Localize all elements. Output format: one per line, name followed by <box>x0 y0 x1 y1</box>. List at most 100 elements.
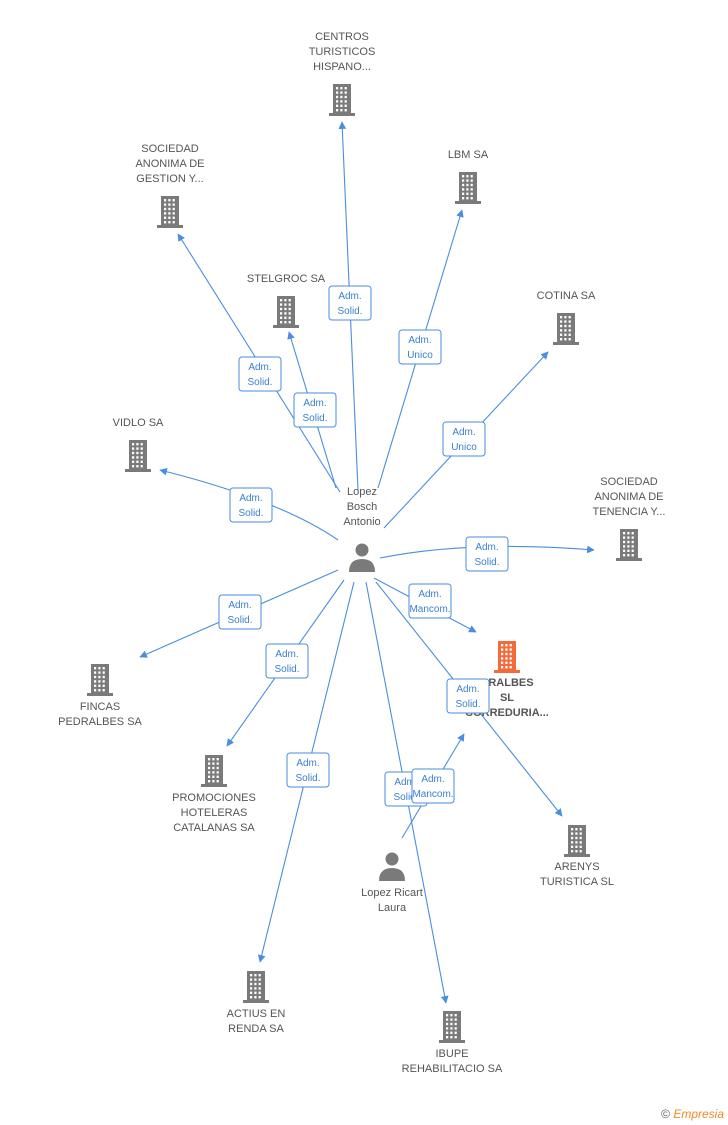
node-label-centros: CENTROS <box>315 31 369 43</box>
node-ibupe[interactable]: IBUPE REHABILITACIO SA <box>402 1011 503 1075</box>
edge-role-text: Adm. <box>239 493 262 504</box>
node-label-fincas: FINCAS <box>80 701 120 713</box>
building-icon[interactable] <box>564 825 590 857</box>
person-icon[interactable] <box>349 543 375 573</box>
node-label-pedralbes_correduria: DRALBES <box>480 677 533 689</box>
edge-role-text: Solid. <box>302 413 327 424</box>
edge-role-text: Solid. <box>274 664 299 675</box>
edge-role-tag[interactable]: Adm. Solid. <box>465 536 509 572</box>
node-label-lopez_bosch: Bosch <box>347 501 378 513</box>
building-icon[interactable] <box>455 172 481 204</box>
edge-role-tag[interactable]: Adm. Solid. <box>446 678 490 714</box>
edge-role-text: Adm. <box>408 335 431 346</box>
edge-role-tag[interactable]: Adm. Solid. <box>265 643 309 679</box>
node-fincas[interactable]: FINCAS PEDRALBES SA <box>58 664 143 728</box>
edge-role-text: Adm. <box>421 774 444 785</box>
node-label-sociedad_gestion: SOCIEDAD <box>141 143 199 155</box>
building-icon[interactable] <box>616 529 642 561</box>
building-icon[interactable] <box>87 664 113 696</box>
node-label-lopez_bosch: Antonio <box>343 516 380 528</box>
node-lbm[interactable]: LBM SA <box>448 149 489 204</box>
node-label-vidlo: VIDLO SA <box>113 417 164 429</box>
node-label-sociedad_gestion: GESTION Y... <box>136 173 203 185</box>
node-label-stelgroc: STELGROC SA <box>247 273 326 285</box>
node-vidlo[interactable]: VIDLO SA <box>113 417 164 472</box>
node-label-arenys: TURISTICA SL <box>540 876 614 888</box>
edge-role-text: Solid. <box>227 615 252 626</box>
node-label-promociones: HOTELERAS <box>181 807 248 819</box>
node-label-sociedad_tenencia: TENENCIA Y... <box>593 506 666 518</box>
node-cotina[interactable]: COTINA SA <box>537 290 596 345</box>
edge-role-text: Solid. <box>455 699 480 710</box>
building-icon[interactable] <box>329 84 355 116</box>
edge-role-text: Solid. <box>393 792 418 803</box>
node-label-fincas: PEDRALBES SA <box>58 716 142 728</box>
edge-role-text: Mancom. <box>409 604 450 615</box>
node-label-pedralbes_correduria: SL <box>500 692 514 704</box>
node-label-lopez_bosch: Lopez <box>347 486 377 498</box>
edge-role-text: Solid. <box>474 557 499 568</box>
node-label-promociones: CATALANAS SA <box>173 822 255 834</box>
edge-role-text: Unico <box>451 442 477 453</box>
node-centros[interactable]: CENTROS TURISTICOS HISPANO... <box>309 31 376 116</box>
edge-role-text: Solid. <box>295 773 320 784</box>
edge-role-tag[interactable]: Adm. Solid. <box>238 356 282 392</box>
edge-role-text: Unico <box>407 350 433 361</box>
building-icon[interactable] <box>494 641 520 673</box>
edge-role-text: Adm. <box>248 362 271 373</box>
edge-role-text: Adm. <box>452 427 475 438</box>
nodes-layer: CENTROS TURISTICOS HISPANO... SOCIEDAD ANONI… <box>58 31 665 1075</box>
node-label-actius: ACTIUS EN <box>227 1008 286 1020</box>
edge-role-text: Adm. <box>275 649 298 660</box>
node-label-promociones: PROMOCIONES <box>172 792 256 804</box>
edge-role-tag[interactable]: Adm. Solid. <box>229 487 273 523</box>
copyright-symbol: © <box>661 1107 670 1121</box>
node-label-actius: RENDA SA <box>228 1023 284 1035</box>
building-icon[interactable] <box>273 296 299 328</box>
edge-role-tag[interactable]: Adm. Unico <box>398 329 442 365</box>
node-sociedad_gestion[interactable]: SOCIEDAD ANONIMA DE GESTION Y... <box>135 143 205 228</box>
edge-role-text: Adm. <box>338 291 361 302</box>
node-label-sociedad_gestion: ANONIMA DE <box>135 158 204 170</box>
node-promociones[interactable]: PROMOCIONES HOTELERAS CATALANAS SA <box>172 755 256 834</box>
edge-role-text: Adm. <box>394 777 417 788</box>
building-icon[interactable] <box>243 971 269 1003</box>
edge-role-tag[interactable]: Adm. Solid. <box>328 285 372 321</box>
node-label-sociedad_tenencia: ANONIMA DE <box>594 491 663 503</box>
edge-role-text: Adm. <box>303 398 326 409</box>
node-label-centros: TURISTICOS <box>309 46 376 58</box>
edge-role-tag[interactable]: Adm.Mancom. <box>408 583 452 619</box>
edge-role-tag[interactable]: Adm. Solid. <box>218 594 262 630</box>
node-label-ibupe: IBUPE <box>435 1048 468 1060</box>
edge-role-text: Adm. <box>456 684 479 695</box>
person-icon[interactable] <box>379 852 405 882</box>
edge-role-tag[interactable]: Adm. Solid. <box>293 392 337 428</box>
edge-role-text: Solid. <box>337 306 362 317</box>
building-icon[interactable] <box>553 313 579 345</box>
building-icon[interactable] <box>157 196 183 228</box>
node-label-lopez_ricart: Lopez Ricart <box>361 887 423 899</box>
node-label-centros: HISPANO... <box>313 61 371 73</box>
building-icon[interactable] <box>125 440 151 472</box>
edge-role-tag[interactable]: Adm.Mancom. <box>411 768 455 804</box>
edge-role-tag[interactable]: Adm.Solid. <box>286 752 330 788</box>
node-stelgroc[interactable]: STELGROC SA <box>247 273 326 328</box>
node-label-lopez_ricart: Laura <box>378 902 407 914</box>
node-sociedad_tenencia[interactable]: SOCIEDAD ANONIMA DE TENENCIA Y... <box>593 476 666 561</box>
building-icon[interactable] <box>439 1011 465 1043</box>
edge-role-text: Adm. <box>228 600 251 611</box>
edge-role-text: Adm. <box>475 542 498 553</box>
node-label-ibupe: REHABILITACIO SA <box>402 1063 503 1075</box>
edge-role-text: Solid. <box>247 377 272 388</box>
node-label-cotina: COTINA SA <box>537 290 596 302</box>
node-label-sociedad_tenencia: SOCIEDAD <box>600 476 658 488</box>
edge-role-text: Solid. <box>238 508 263 519</box>
node-label-lbm: LBM SA <box>448 149 489 161</box>
building-icon[interactable] <box>201 755 227 787</box>
node-actius[interactable]: ACTIUS EN RENDA SA <box>227 971 286 1035</box>
edge-role-tag[interactable]: Adm. Unico <box>442 421 486 457</box>
